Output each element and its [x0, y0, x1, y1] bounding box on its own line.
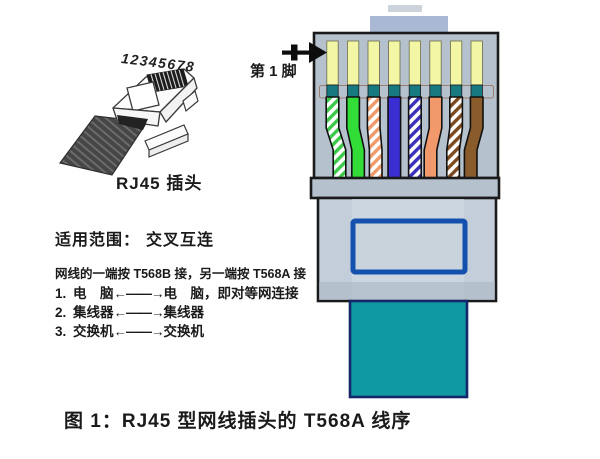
pin-band-2 [346, 84, 360, 99]
contact-bracket-line [319, 85, 494, 99]
note-item-2: 2.集线器←——→集线器 [55, 305, 204, 320]
rj45-connector-diagram [282, 5, 501, 399]
figure-caption: 图 1：RJ45 型网线插头的 T568A 线序 [64, 411, 412, 432]
pin-band-3 [367, 84, 380, 99]
pin-band-1 [326, 84, 339, 99]
pin-band-6 [429, 84, 442, 99]
pin-contact-8 [470, 40, 483, 86]
pin-band-4 [388, 84, 401, 99]
plug-latch-side [148, 133, 189, 158]
notes-line1: 网线的一端按 T568B 接，另一端按 T568A 接 [55, 267, 306, 281]
pin-contact-2 [346, 40, 360, 86]
plug-pin-stripes [150, 69, 185, 92]
plug-window [126, 81, 160, 112]
notes-heading: 适用范围： 交叉互连 [55, 226, 335, 250]
pin-contact-1 [326, 40, 339, 86]
plug-label: RJ45 插头 [116, 174, 203, 193]
connector-latch-tab [370, 16, 448, 34]
connector-collar [309, 176, 501, 200]
notes-heading-label: 适用范围： [55, 232, 141, 249]
plug-latch-arm [182, 89, 199, 113]
latch-window [350, 218, 468, 275]
lower-body-shadow [319, 282, 495, 300]
notes-block: 适用范围： 交叉互连 网线的一端按 T568B 接，另一端按 T568A 接 1.… [55, 226, 335, 339]
plug-front-face [112, 107, 161, 127]
pin-contact-6 [429, 40, 442, 86]
plug-side-face [159, 77, 198, 123]
pin-band-8 [470, 84, 483, 99]
rj45-plug-drawing [58, 68, 199, 176]
pin-band-5 [408, 84, 422, 99]
pin-contact-3 [367, 40, 380, 86]
pin-contact-5 [408, 40, 422, 86]
cable [348, 299, 469, 399]
pins-group [326, 40, 483, 99]
scan-artifact [388, 5, 422, 12]
pin-band-7 [449, 84, 463, 99]
wire-pin-5-white-blue [407, 96, 423, 180]
notes-heading-value: 交叉互连 [146, 232, 215, 249]
pin1-label: 第 1 脚 [250, 63, 297, 80]
pin-contact-4 [388, 40, 401, 86]
wire-pin-3-white-orange [366, 96, 383, 180]
pin-contact-7 [449, 40, 463, 86]
note-item-1: 1.电 脑←——→电 脑，即对等网连接 [55, 286, 299, 301]
wire-pin-4-blue [387, 96, 402, 180]
note-item-3: 3.交换机←——→交换机 [55, 324, 204, 339]
plug-cable-opening [117, 115, 148, 130]
wire-pin-7-white-brown [445, 96, 464, 180]
pin1-arrow [282, 42, 327, 63]
